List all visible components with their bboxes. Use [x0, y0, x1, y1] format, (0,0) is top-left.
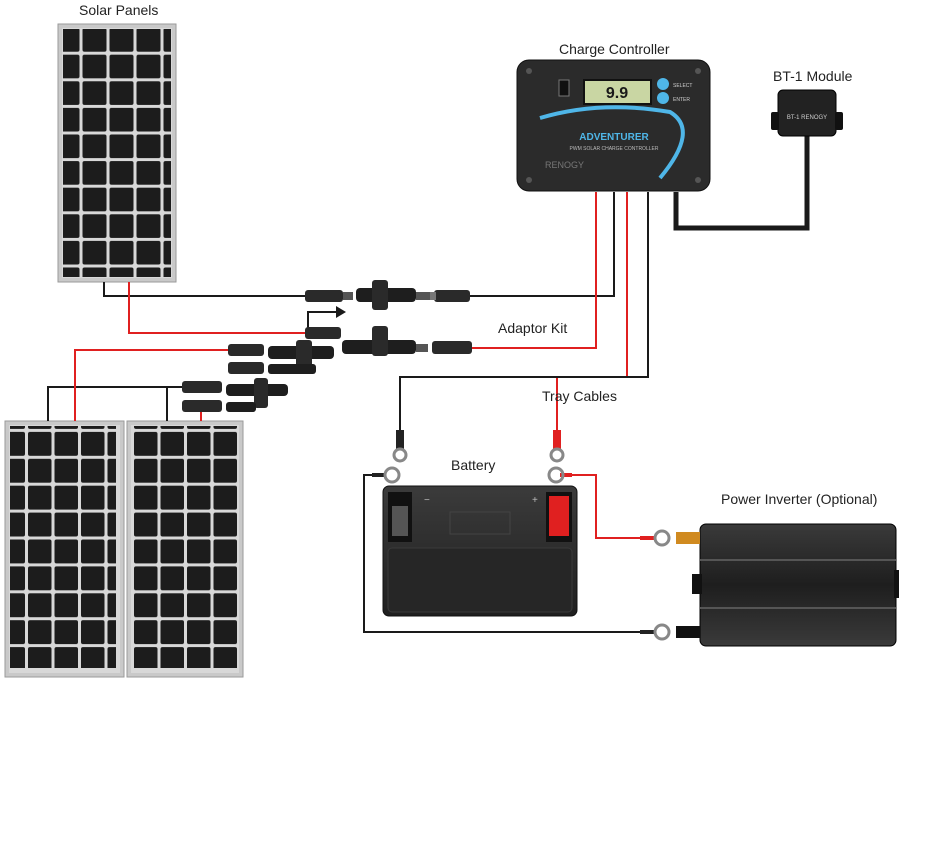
lcd-display [583, 79, 652, 105]
wire-combined-positive [470, 192, 597, 349]
controller-maker: RENOGY [545, 160, 584, 170]
arrow-icon [307, 311, 336, 330]
ring-terminal-icon [640, 529, 671, 547]
inverter-positive-terminal-icon [676, 532, 700, 544]
adaptor-kit [182, 280, 472, 412]
ring-terminal-icon [547, 466, 572, 484]
label-charge-controller: Charge Controller [559, 41, 670, 57]
mc4-connector [228, 362, 316, 374]
swoosh-graphic [539, 105, 685, 180]
label-battery: Battery [451, 457, 496, 473]
bt-module-cable [673, 134, 810, 231]
battery: − + [382, 485, 578, 617]
mc4-branch-connector [226, 378, 288, 408]
label-power-inverter: Power Inverter (Optional) [721, 491, 878, 507]
inverter-negative-terminal-icon [676, 626, 700, 638]
lcd-reading: 9.9 [606, 85, 628, 102]
mc4-branch-connector [268, 340, 334, 370]
mc4-connector [432, 341, 472, 354]
label-solar-panels: Solar Panels [79, 2, 159, 18]
solar-panel-top [57, 23, 177, 283]
ring-terminal-icon [372, 466, 401, 484]
wire-left-panel-positive [74, 349, 228, 421]
mc4-branch-connector [342, 326, 428, 356]
ring-terminal-icon [392, 430, 408, 463]
mc4-connector [182, 400, 256, 412]
solar-panel-bottom-left [4, 420, 125, 678]
plus-sign-icon: + [532, 495, 538, 506]
usb-port-icon [558, 79, 570, 97]
ring-terminal-icon [549, 430, 565, 463]
select-button-icon [657, 78, 669, 90]
enter-label: ENTER [673, 97, 690, 103]
mc4-connector [228, 344, 264, 356]
label-tray-cables: Tray Cables [542, 388, 617, 404]
enter-button-icon [657, 92, 669, 104]
ring-terminal-icon [640, 623, 671, 641]
wire-combined-negative [470, 192, 615, 297]
select-label: SELECT [673, 83, 692, 89]
mc4-connector [182, 381, 222, 393]
mc4-connector [305, 327, 341, 339]
bt-module-print: BT-1 RENOGY [787, 115, 827, 121]
charge-controller: 9.9 SELECT ENTER ADVENTURER PWM SOLAR CH… [516, 59, 711, 192]
controller-subtitle: PWM SOLAR CHARGE CONTROLLER [570, 146, 659, 152]
arrow-head-icon [336, 306, 346, 318]
power-inverter [676, 523, 899, 647]
bt-1-module: BT-1 RENOGY [771, 89, 843, 137]
wire-left-panel-negative [47, 386, 182, 421]
mc4-connector [430, 290, 470, 302]
mc4-connector [305, 290, 353, 302]
wire-top-panel-positive [128, 282, 305, 334]
tray-cable-negative [399, 192, 649, 430]
label-adaptor-kit: Adaptor Kit [498, 320, 568, 336]
controller-brand: ADVENTURER [579, 132, 649, 143]
solar-panel-bottom-right [126, 420, 244, 678]
wire-layer [47, 134, 810, 633]
wire-top-panel-negative [103, 282, 310, 297]
minus-sign-icon: − [424, 495, 430, 506]
label-bt-module: BT-1 Module [773, 68, 853, 84]
mc4-branch-connector [356, 280, 430, 310]
wire-battery-inverter-positive [572, 474, 640, 539]
